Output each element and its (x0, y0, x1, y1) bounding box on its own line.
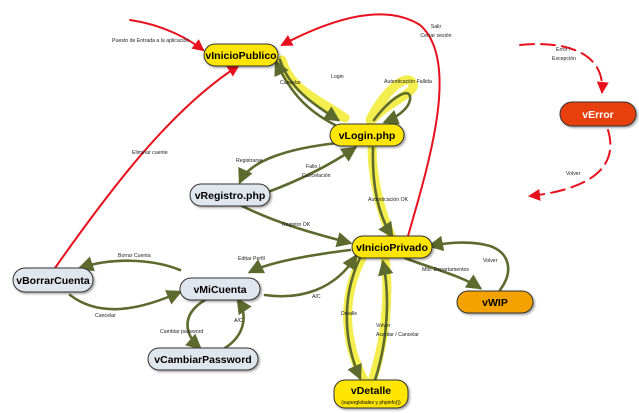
label-fallo-1: Fallo / (306, 164, 321, 170)
node-label: vMiCuenta (193, 284, 246, 296)
label-error-2: Excepción (552, 56, 576, 62)
label-ac-2: A/C (234, 318, 243, 324)
label-volver-det-2: Aceptar / Cancelar (376, 332, 419, 338)
edge-registrarse (238, 141, 340, 185)
highlight-detalle (343, 253, 370, 387)
label-login: Login (331, 74, 344, 80)
label-registro-ok: Registro OK (282, 222, 311, 228)
label-volver-err: Volver (566, 171, 581, 177)
node-label: vBorrarCuenta (16, 275, 90, 287)
edge-eliminar-cuenta (54, 64, 240, 269)
label-fallo-2: Cancelación (302, 173, 331, 179)
label-registrarse: Registrarse (236, 158, 263, 164)
edge-volver-wip (427, 235, 510, 292)
edge-fallo-cancelacion (266, 146, 358, 194)
label-cancelar-borrar: Cancelar (95, 313, 116, 319)
edge-error (519, 43, 609, 94)
edge-salir (280, 13, 441, 237)
label-error-1: Error / (556, 47, 571, 53)
node-vLogin[interactable]: vLogin.php (329, 123, 405, 147)
node-sublabel: (superglobales y phpinfo()) (341, 400, 401, 406)
node-label: vInicioPublico (205, 50, 276, 62)
edge-borrar-cuenta (77, 256, 182, 272)
label-editar-perfil: Editar Perfil (238, 256, 265, 262)
edge-registro-ok (238, 203, 353, 248)
edge-cambiar-password (185, 298, 207, 350)
node-label: vCambiarPassword (154, 354, 251, 366)
node-vRegistro[interactable]: vRegistro.php (189, 183, 271, 207)
edge-volver-detalle (373, 259, 394, 382)
label-borrar-cuenta: Borrar Cuenta (118, 253, 151, 259)
edge-volver-error (528, 129, 612, 201)
label-salir-1: Salir (431, 24, 442, 30)
label-volver-wip: Volver (483, 258, 498, 264)
edge-editar-perfil (247, 248, 352, 274)
edge-labels: Puesto de Entrada a la aplicación Salir … (95, 24, 581, 338)
node-label: vWIP (482, 297, 508, 309)
label-salir-2: Cerrar sesión (420, 33, 451, 39)
node-vInicioPublico[interactable]: vInicioPublico (203, 43, 279, 67)
label-entry: Puesto de Entrada a la aplicación (112, 38, 189, 44)
node-label: vLogin.php (339, 130, 396, 142)
label-mto-dep: Mto. Departamentos (422, 267, 469, 273)
node-vCambiarPassword[interactable]: vCambiarPassword (147, 347, 259, 371)
edge-auth-ok (371, 146, 394, 239)
node-vBorrarCuenta[interactable]: vBorrarCuenta (12, 267, 94, 293)
edge-cancelar-login (274, 59, 337, 127)
label-volver-det-1: Volver (376, 323, 391, 329)
edge-ac-micuenta (263, 253, 358, 298)
label-eliminar: Eliminar cuente (132, 150, 168, 156)
olive-edges (68, 58, 510, 382)
edge-cancelar-borrar (68, 290, 183, 311)
label-cancelar-login: Cancelar (280, 80, 301, 86)
node-label: vDetalle (351, 385, 391, 397)
edge-detalle (345, 256, 362, 381)
label-detalle: Detalle (341, 311, 357, 317)
label-auth-ok: Autenticación OK (368, 197, 409, 203)
label-ac-1: A/C (312, 294, 321, 300)
node-vDetalle[interactable]: vDetalle (superglobales y phpinfo()) (333, 379, 409, 409)
node-vMiCuenta[interactable]: vMiCuenta (179, 277, 261, 301)
edge-mto-departamentos (403, 256, 483, 290)
edge-entry (129, 19, 205, 52)
node-label: vRegistro.php (195, 190, 266, 202)
red-edges (54, 13, 612, 269)
node-label: vInicioPrivado (356, 242, 428, 254)
node-vError[interactable]: vError (559, 101, 637, 127)
edge-auth-fallida (372, 91, 412, 125)
highlight-auth-fail (365, 75, 418, 125)
node-label: vError (582, 109, 614, 121)
label-cambiar-password: Cambiar password (160, 329, 203, 335)
node-vWIP[interactable]: vWIP (456, 290, 534, 314)
node-vInicioPrivado[interactable]: vInicioPrivado (351, 235, 433, 259)
label-auth-fallida: Autenticación Fallida (384, 79, 432, 85)
edge-ac-password (223, 297, 252, 350)
